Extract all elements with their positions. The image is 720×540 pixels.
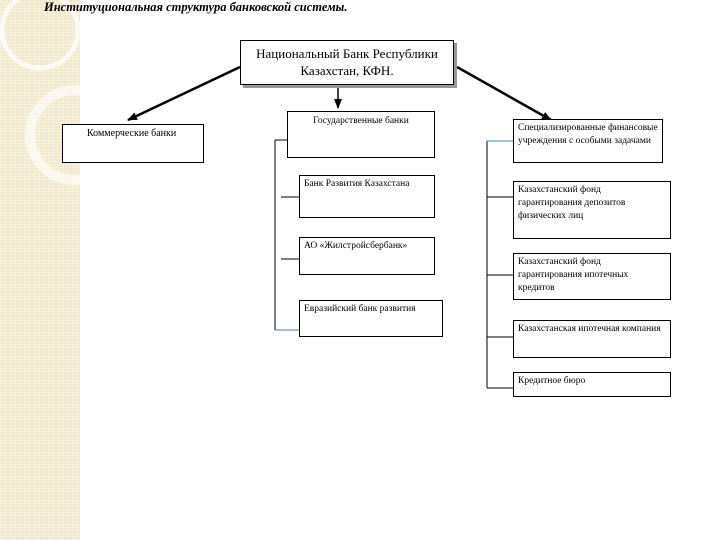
credit-bureau-box: Кредитное бюро: [513, 372, 671, 397]
national-bank-box: Национальный Банк Республики Казахстан, …: [240, 40, 454, 85]
eurasian-development-bank-box: Евразийский банк развития: [299, 300, 443, 337]
decorative-circles: [0, 0, 80, 185]
zhilstroysberbank-box: АО «Жилстройсбербанк»: [299, 237, 435, 275]
decorative-side-strip: [0, 0, 80, 540]
credit-bureau-label: Кредитное бюро: [518, 376, 586, 386]
national-bank-label: Национальный Банк Республики Казахстан, …: [256, 46, 438, 78]
development-bank-label: Банк Развития Казахстана: [304, 179, 410, 189]
state-banks-box: Государственные банки: [287, 111, 435, 158]
commercial-banks-box: Коммерческие банки: [62, 124, 204, 163]
deposit-guarantee-fund-label: Казахстанский фонд гарантирования депози…: [518, 185, 626, 221]
arrow-to-commercial-banks: [127, 65, 241, 122]
eurasian-development-bank-label: Евразийский банк развития: [304, 304, 416, 314]
zhilstroysberbank-label: АО «Жилстройсбербанк»: [304, 241, 408, 251]
mortgage-guarantee-fund-box: Казахстанский фонд гарантирования ипотеч…: [513, 253, 671, 300]
specialized-institutions-box: Специализированные финансовые учреждения…: [513, 119, 663, 163]
mortgage-company-box: Казахстанская ипотечная компания: [513, 320, 671, 358]
mortgage-company-label: Казахстанская ипотечная компания: [518, 324, 661, 334]
state-banks-label: Государственные банки: [313, 116, 409, 126]
deposit-guarantee-fund-box: Казахстанский фонд гарантирования депози…: [513, 181, 671, 239]
commercial-banks-label: Коммерческие банки: [87, 128, 177, 139]
specialized-institutions-label: Специализированные финансовые учреждения…: [518, 123, 658, 146]
arrow-to-specialized: [456, 65, 552, 122]
development-bank-box: Банк Развития Казахстана: [299, 175, 435, 218]
page-title: Институциональная структура банковской с…: [44, 0, 348, 14]
mortgage-guarantee-fund-label: Казахстанский фонд гарантирования ипотеч…: [518, 257, 629, 293]
